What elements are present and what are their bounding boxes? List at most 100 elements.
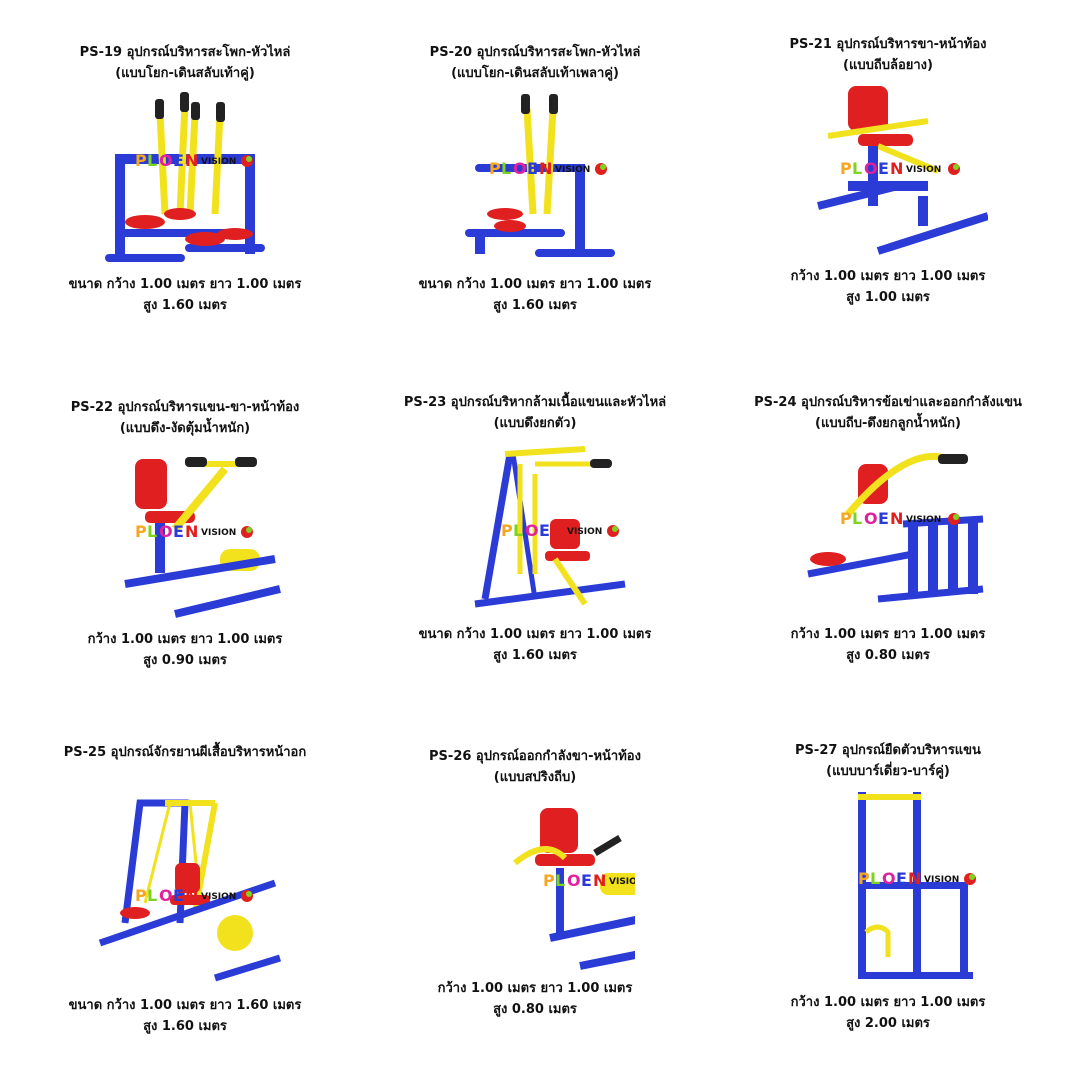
svg-text:L: L [870,869,880,888]
svg-text:VISION: VISION [609,877,635,887]
product-dimensions: ขนาด กว้าง 1.00 เมตร ยาว 1.00 เมตร [418,277,652,292]
svg-text:E: E [173,886,184,905]
svg-text:E: E [539,521,550,540]
product-title: PS-21 อุปกรณ์บริหารขา-หน้าท้อง [789,37,987,52]
svg-text:N: N [551,521,564,540]
svg-text:VISION: VISION [924,875,959,885]
product-height: สูง 1.60 เมตร [143,1019,227,1034]
product-card-ps21: PS-21 อุปกรณ์บริหารขา-หน้าท้อง (แบบถีบล้… [718,34,1058,308]
svg-text:VISION: VISION [555,165,590,175]
svg-text:O: O [882,869,896,888]
product-dimensions: กว้าง 1.00 เมตร ยาว 1.00 เมตร [790,627,986,642]
svg-text:P: P [135,522,147,541]
product-subtitle: (แบบโยก-เดินสลับเท้าเพลาคู่) [451,66,619,81]
product-title: PS-23 อุปกรณ์บริหากล้ามเนื้อแขนและหัวไหล… [403,395,667,410]
product-subtitle: (แบบโยก-เดินสลับเท้าคู่) [115,66,255,81]
product-height: สูง 1.60 เมตร [143,298,227,313]
svg-text:N: N [908,869,921,888]
svg-text:N: N [593,871,606,890]
svg-text:P: P [543,871,555,890]
product-card-ps22: PS-22 อุปกรณ์บริหารแขน-ขา-หน้าท้อง (แบบด… [15,397,355,671]
svg-text:O: O [159,522,173,541]
product-height: สูง 1.60 เมตร [493,648,577,663]
product-card-ps23: PS-23 อุปกรณ์บริหากล้ามเนื้อแขนและหัวไหล… [365,392,705,666]
svg-text:P: P [501,521,513,540]
svg-text:E: E [878,509,889,528]
svg-text:L: L [513,521,523,540]
product-title: PS-27 อุปกรณ์ยืดตัวบริหารแขน [795,743,981,758]
svg-text:E: E [581,871,592,890]
product-title: PS-19 อุปกรณ์บริหารสะโพก-หัวไหล่ [79,45,291,60]
product-title: PS-26 อุปกรณ์ออกกำลังขา-หน้าท้อง [429,749,641,764]
product-title: PS-20 อุปกรณ์บริหารสะโพก-หัวไหล่ [429,45,641,60]
product-dimensions: กว้าง 1.00 เมตร ยาว 1.00 เมตร [790,995,986,1010]
svg-text:P: P [489,159,501,178]
svg-text:O: O [864,159,878,178]
product-height: สูง 1.00 เมตร [846,290,930,305]
product-dimensions: กว้าง 1.00 เมตร ยาว 1.00 เมตร [437,981,633,996]
product-dimensions: ขนาด กว้าง 1.00 เมตร ยาว 1.00 เมตร [68,277,302,292]
product-height: สูง 2.00 เมตร [846,1016,930,1031]
svg-text:O: O [525,521,539,540]
svg-text:VISION: VISION [567,527,602,537]
product-card-ps27: PS-27 อุปกรณ์ยืดตัวบริหารแขน (แบบบาร์เดี… [718,740,1058,1034]
product-subtitle: (แบบสปริงถีบ) [493,770,577,785]
svg-text:N: N [185,886,198,905]
svg-text:VISION: VISION [201,157,236,167]
svg-text:P: P [840,509,852,528]
product-title: PS-25 อุปกรณ์จักรยานผีเสื้อบริหารหน้าอก [63,745,307,760]
svg-text:P: P [840,159,852,178]
svg-text:O: O [159,886,173,905]
product-dimensions: กว้าง 1.00 เมตร ยาว 1.00 เมตร [87,632,283,647]
svg-text:VISION: VISION [201,892,236,902]
product-height: สูง 1.60 เมตร [493,298,577,313]
svg-text:E: E [878,159,889,178]
svg-text:VISION: VISION [906,515,941,525]
svg-text:P: P [135,886,147,905]
product-card-ps24: PS-24 อุปกรณ์บริหารข้อเข่าและออกกำลังแขน… [718,392,1058,666]
product-subtitle: (แบบถีบล้อยาง) [843,58,933,73]
svg-text:E: E [896,869,907,888]
svg-text:E: E [527,159,538,178]
product-title: PS-24 อุปกรณ์บริหารข้อเข่าและออกกำลังแขน [754,395,1022,410]
svg-text:O: O [567,871,581,890]
svg-text:O: O [864,509,878,528]
svg-text:L: L [852,159,862,178]
product-card-ps25: PS-25 อุปกรณ์จักรยานผีเสื้อบริหารหน้าอก … [15,742,355,1037]
product-height: สูง 0.80 เมตร [846,648,930,663]
svg-text:VISION: VISION [201,528,236,538]
svg-text:L: L [147,886,157,905]
product-height: สูง 0.80 เมตร [493,1002,577,1017]
product-card-ps20: PS-20 อุปกรณ์บริหารสะโพก-หัวไหล่ (แบบโยก… [365,42,705,316]
svg-text:N: N [890,509,903,528]
svg-text:N: N [890,159,903,178]
svg-text:L: L [147,151,157,170]
svg-text:E: E [173,522,184,541]
svg-text:N: N [539,159,552,178]
svg-text:E: E [173,151,184,170]
product-subtitle: (แบบดึงยกตัว) [493,416,577,431]
svg-text:N: N [185,522,198,541]
product-dimensions: ขนาด กว้าง 1.00 เมตร ยาว 1.60 เมตร [68,998,302,1013]
svg-text:P: P [135,151,147,170]
product-dimensions: ขนาด กว้าง 1.00 เมตร ยาว 1.00 เมตร [418,627,652,642]
svg-text:L: L [147,522,157,541]
svg-text:L: L [555,871,565,890]
product-card-ps26: PS-26 อุปกรณ์ออกกำลังขา-หน้าท้อง (แบบสปร… [365,746,705,1020]
svg-text:P: P [858,869,870,888]
product-subtitle: (แบบดึง-งัดตุ้มน้ำหนัก) [119,421,251,436]
product-dimensions: กว้าง 1.00 เมตร ยาว 1.00 เมตร [790,269,986,284]
product-subtitle: (แบบบาร์เดี่ยว-บาร์คู่) [826,764,950,779]
product-title: PS-22 อุปกรณ์บริหารแขน-ขา-หน้าท้อง [70,400,300,415]
product-card-ps19: PS-19 อุปกรณ์บริหารสะโพก-หัวไหล่ (แบบโยก… [15,42,355,316]
product-height: สูง 0.90 เมตร [143,653,227,668]
